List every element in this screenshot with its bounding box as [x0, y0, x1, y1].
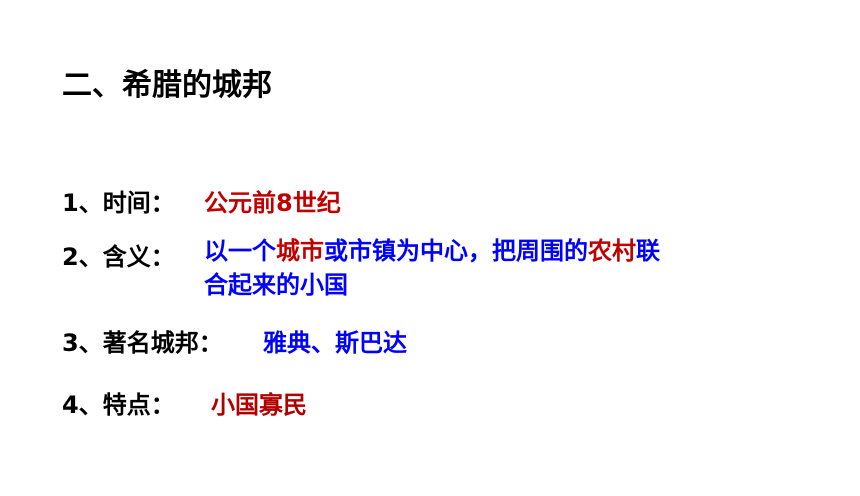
meaning-value: 以一个城市或市镇为中心，把周围的农村联 合起来的小国	[204, 234, 804, 302]
meaning-line-1: 以一个城市或市镇为中心，把周围的农村联	[204, 234, 804, 268]
time-value: 公元前8世纪	[204, 189, 341, 217]
time-label: 1、时间：	[62, 189, 175, 217]
famous-cities-value: 雅典、斯巴达	[263, 329, 407, 357]
feature-value: 小国寡民	[211, 391, 307, 419]
famous-cities-label: 3、著名城邦：	[62, 329, 223, 357]
slide-title: 二、希腊的城邦	[62, 68, 272, 103]
meaning-part-3: 联	[636, 237, 660, 265]
meaning-line-2: 合起来的小国	[204, 271, 348, 299]
feature-label: 4、特点：	[62, 391, 175, 419]
meaning-label: 2、含义：	[62, 243, 175, 271]
meaning-part-1: 以一个	[204, 237, 276, 265]
meaning-part-2: 或市镇为中心，把周围的	[324, 237, 588, 265]
meaning-part-countryside: 农村	[588, 237, 636, 265]
meaning-part-city: 城市	[276, 237, 324, 265]
